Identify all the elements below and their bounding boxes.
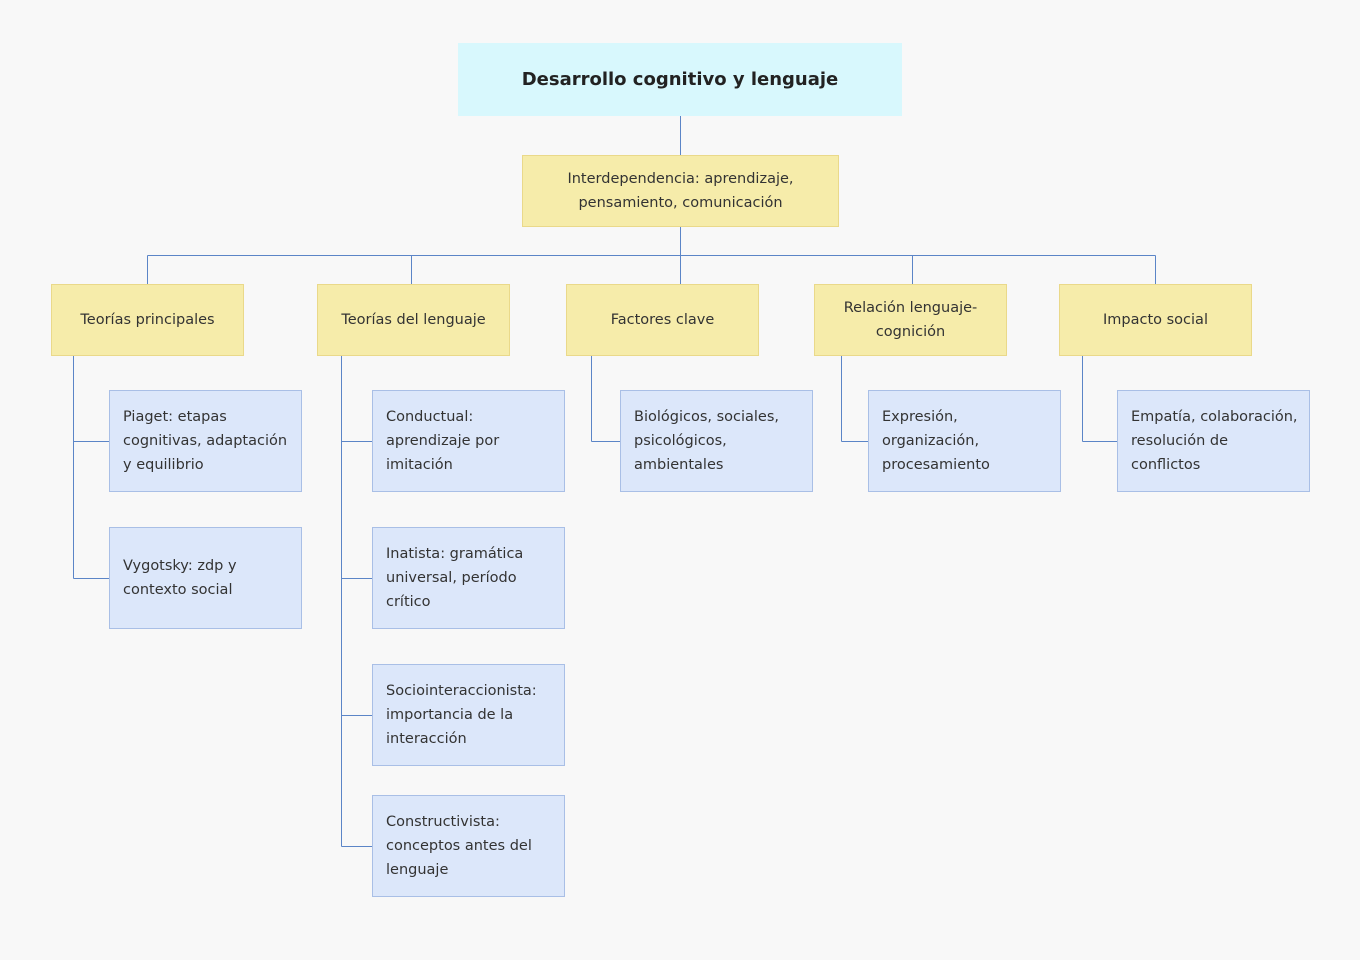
leaf-node-empatia[interactable]: Empatía, colaboración, resolución de con…	[1117, 390, 1310, 492]
leaf-node-piaget[interactable]: Piaget: etapas cognitivas, adaptación y …	[109, 390, 302, 492]
root-label: Desarrollo cognitivo y lenguaje	[521, 69, 839, 90]
branch-label: Impacto social	[1103, 312, 1208, 328]
root-node[interactable]: Desarrollo cognitivo y lenguaje	[458, 43, 902, 116]
leaf-node-inatista[interactable]: Inatista: gramática universal, período c…	[372, 527, 565, 629]
leaf-node-vygotsky[interactable]: Vygotsky: zdp y contexto social	[109, 527, 302, 629]
branch-node-factores-clave[interactable]: Factores clave	[566, 284, 759, 356]
leaf-label: Constructivista: conceptos antes del len…	[386, 814, 532, 878]
branch-label: Teorías del lenguaje	[341, 312, 486, 328]
leaf-node-expresion[interactable]: Expresión, organización, procesamiento	[868, 390, 1061, 492]
branch-label: Factores clave	[610, 312, 715, 328]
leaf-label: Vygotsky: zdp y contexto social	[123, 558, 237, 598]
branch-node-teorias-lenguaje[interactable]: Teorías del lenguaje	[317, 284, 510, 356]
leaf-label: Empatía, colaboración, resolución de con…	[1131, 409, 1298, 473]
leaf-node-sociointeraccionista[interactable]: Sociointeraccionista: importancia de la …	[372, 664, 565, 766]
leaf-label: Biológicos, sociales, psicológicos, ambi…	[634, 409, 780, 473]
branch-node-impacto-social[interactable]: Impacto social	[1059, 284, 1252, 356]
leaf-label: Expresión, organización, procesamiento	[882, 409, 990, 473]
leaf-node-constructivista[interactable]: Constructivista: conceptos antes del len…	[372, 795, 565, 897]
hub-node[interactable]: Interdependencia: aprendizaje, pensamien…	[522, 155, 839, 227]
branch-node-teorias-principales[interactable]: Teorías principales	[51, 284, 244, 356]
branch-label: Relación lenguaje-cognición	[843, 300, 978, 340]
leaf-label: Sociointeraccionista: importancia de la …	[386, 683, 537, 747]
leaf-node-factores[interactable]: Biológicos, sociales, psicológicos, ambi…	[620, 390, 813, 492]
hub-label: Interdependencia: aprendizaje, pensamien…	[567, 171, 794, 211]
leaf-node-conductual[interactable]: Conductual: aprendizaje por imitación	[372, 390, 565, 492]
branch-label: Teorías principales	[80, 312, 215, 328]
leaf-label: Piaget: etapas cognitivas, adaptación y …	[123, 409, 288, 473]
leaf-label: Inatista: gramática universal, período c…	[386, 546, 524, 610]
branch-node-relacion-lenguaje-cognicion[interactable]: Relación lenguaje-cognición	[814, 284, 1007, 356]
leaf-label: Conductual: aprendizaje por imitación	[386, 409, 500, 473]
